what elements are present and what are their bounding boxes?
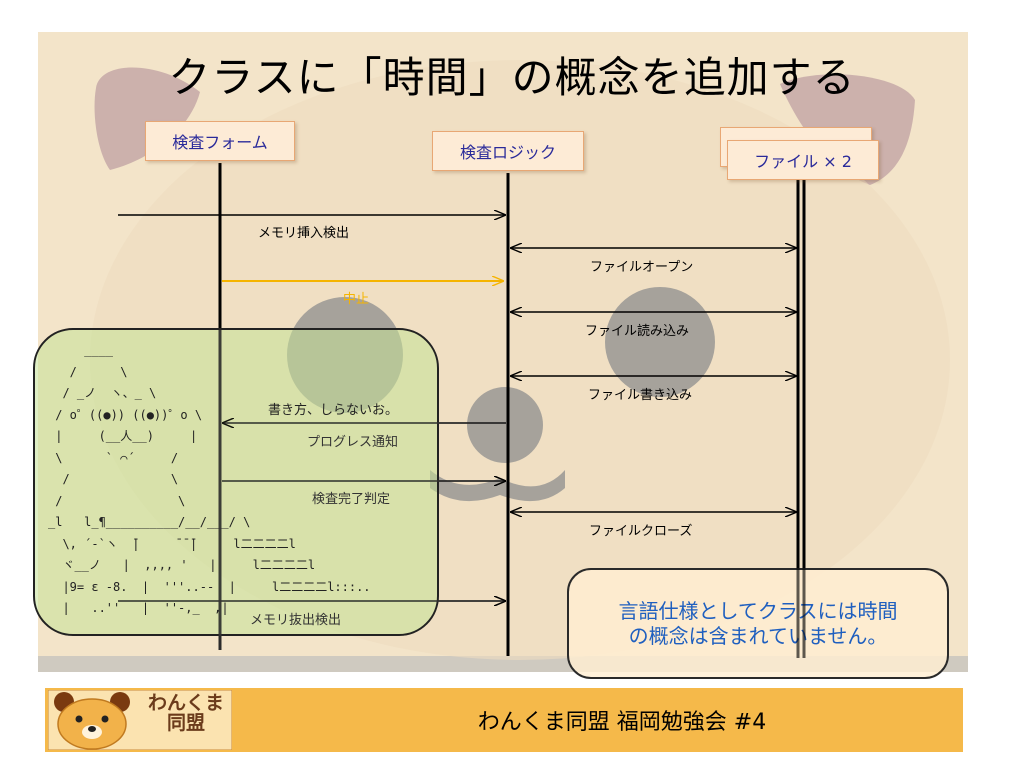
ascii-art-line: _l l_¶__________/__/___/ \ <box>48 516 250 528</box>
ascii-art-line: ____ <box>48 344 113 356</box>
wankuma-logo: わんくま 同盟 <box>48 690 232 750</box>
ascii-art-line: / o゜((●)) ((●))゜o \ <box>48 409 202 421</box>
msg-abort-label: 中止 <box>343 288 369 307</box>
msg-memory-remove-label: メモリ抜出検出 <box>250 609 341 628</box>
lifeline-form-label: 検査フォーム <box>172 129 268 153</box>
logo-text: わんくま 同盟 <box>148 694 224 734</box>
logo-line-1: わんくま <box>148 694 224 714</box>
msg-file-read-label: ファイル読み込み <box>585 320 689 339</box>
footer-title: わんくま同盟 福岡勉強会 #4 <box>281 688 963 752</box>
ascii-art-line: ヾ__ノ | ,,,, ' | l二二二二l <box>48 559 315 571</box>
ascii-art-line: |9= ε -8. | '''..-‐ | l二二二二l:::.. <box>48 581 371 593</box>
note-line-2: の概念は含まれていません。 <box>629 624 888 649</box>
ascii-art-line: \, ´-`ヽ ̄| ̄ ̄ ̄| l二二二二l <box>48 538 296 550</box>
logo-line-2: 同盟 <box>148 714 224 734</box>
msg-file-write-label: ファイル書き込み <box>588 384 692 403</box>
lifeline-form-box: 検査フォーム <box>145 121 295 161</box>
lifeline-logic-label: 検査ロジック <box>460 139 556 163</box>
msg-file-close-label: ファイルクローズ <box>589 520 692 539</box>
lifeline-file-box: ファイル × 2 <box>727 140 879 180</box>
note-line-1: 言語仕様としてクラスには時間 <box>619 599 898 624</box>
note-callout: 言語仕様としてクラスには時間 の概念は含まれていません。 <box>567 568 949 679</box>
ascii-art-speech: 書き方、しらないお。 <box>268 399 398 418</box>
ascii-art-line: | (__人__) | <box>48 430 197 442</box>
msg-memory-insert-label: メモリ挿入検出 <box>258 222 349 241</box>
ascii-art-line: / \ <box>48 473 178 485</box>
lifeline-logic-box: 検査ロジック <box>432 131 584 171</box>
msg-file-open-label: ファイルオープン <box>590 256 693 275</box>
msg-progress-notify-label: プログレス通知 <box>307 431 398 450</box>
ascii-art-line: / \ <box>48 495 185 507</box>
ascii-art-line: / \ <box>48 366 127 378</box>
lifeline-file-label: ファイル × 2 <box>754 148 852 172</box>
ascii-art-line: \ ` ⌒´ / <box>48 452 178 464</box>
ascii-art-line: / _ノ ヽ、_ \ <box>48 387 156 399</box>
ascii-art-line: | ..'' | ''-,_ ,| <box>48 602 229 614</box>
msg-inspection-done-label: 検査完了判定 <box>312 488 390 507</box>
